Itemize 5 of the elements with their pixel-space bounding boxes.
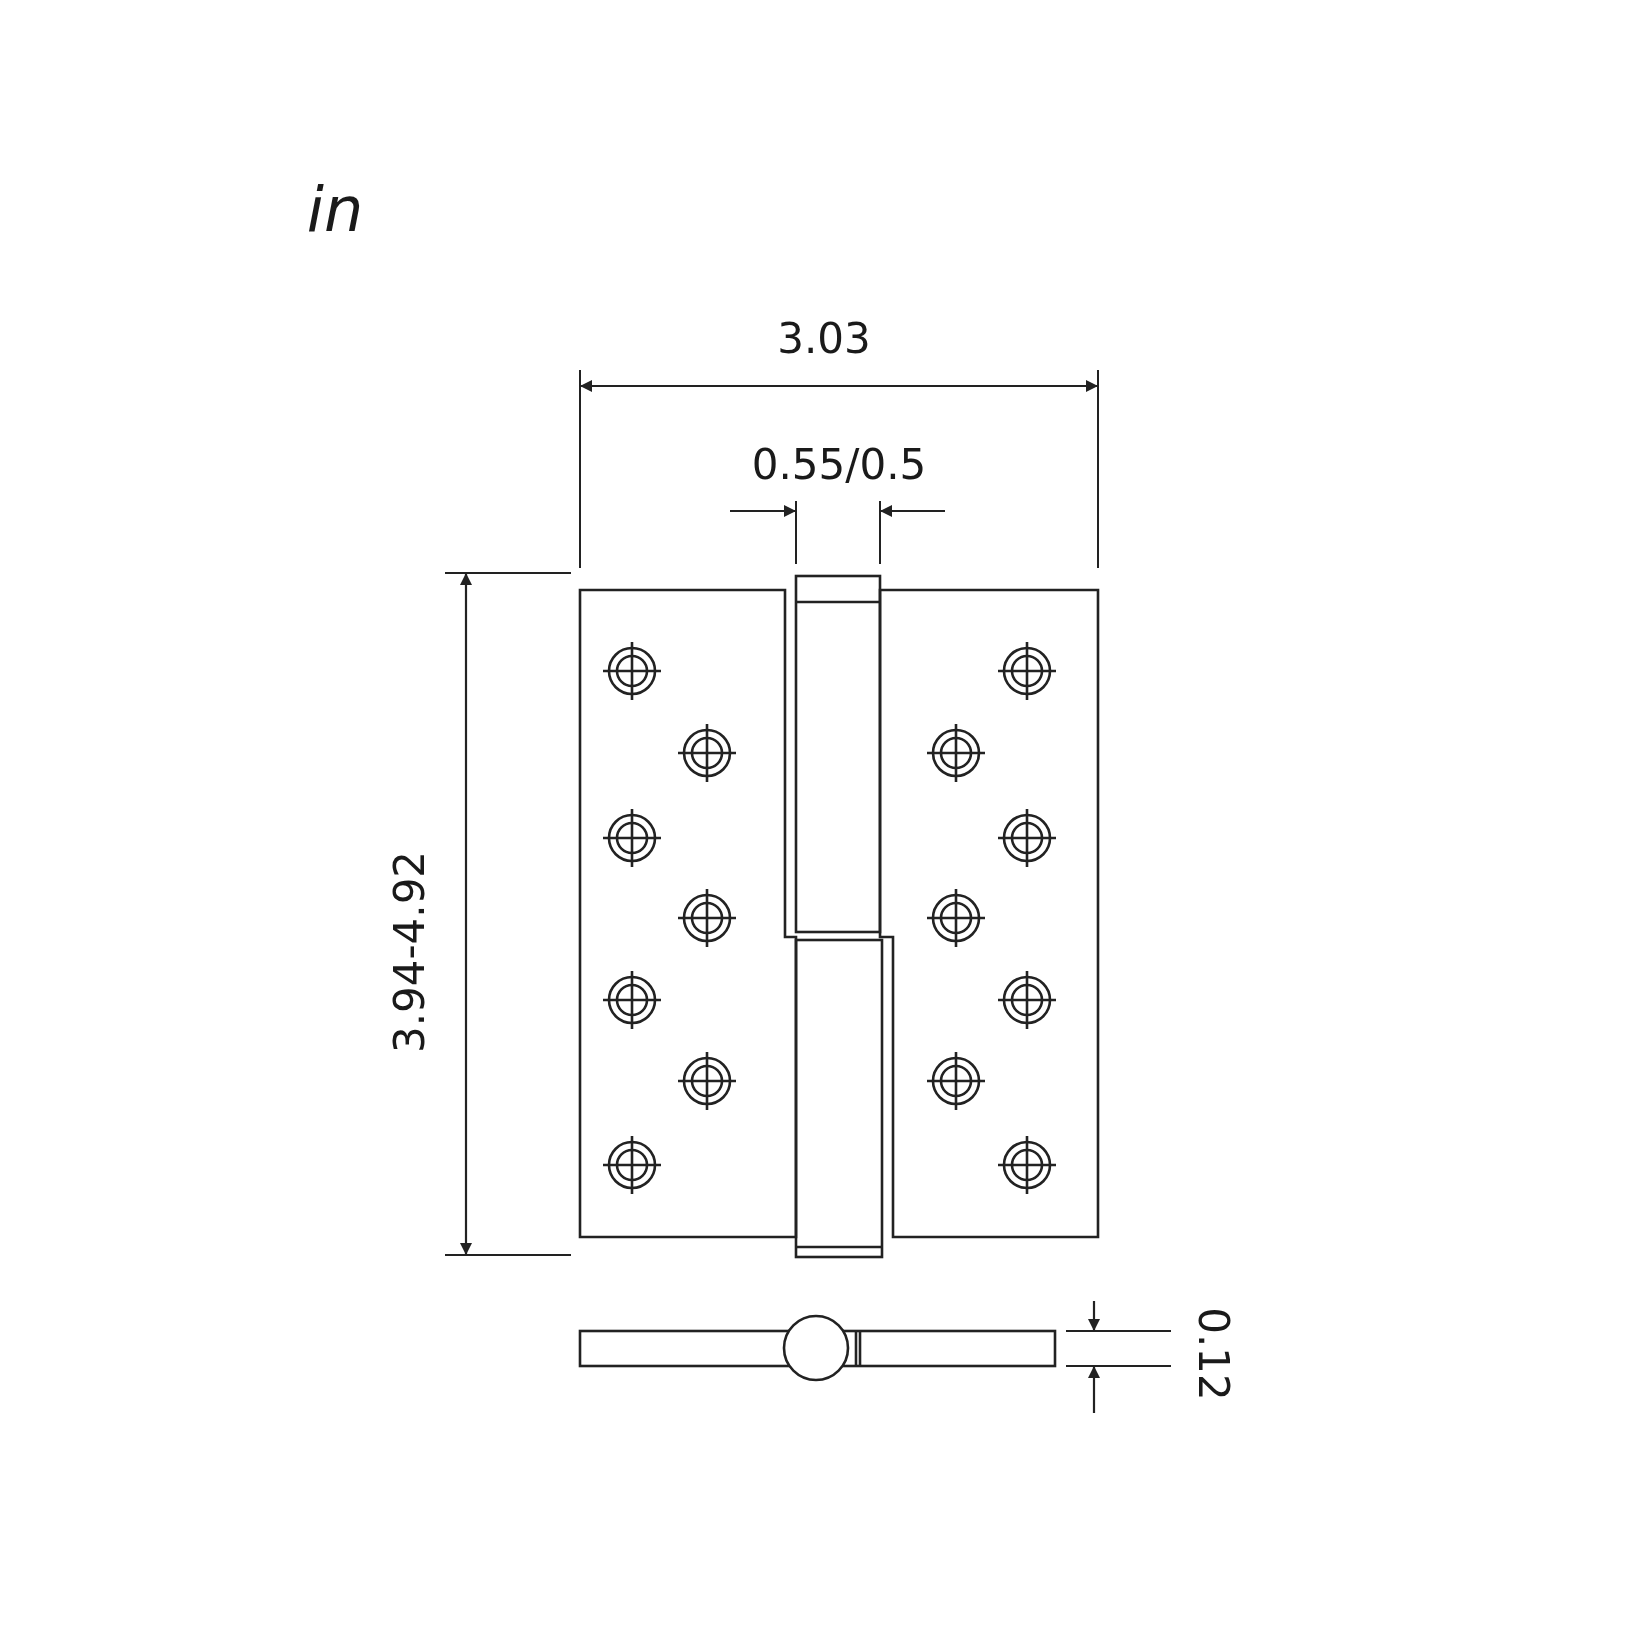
dimension-label: 0.55/0.5	[751, 444, 927, 486]
dimension-label: 3.94-4.92	[389, 850, 431, 1054]
dimension-label: 0.12	[1192, 1307, 1234, 1401]
unit-label: in	[306, 179, 364, 241]
dimension-label: 3.03	[777, 318, 871, 360]
